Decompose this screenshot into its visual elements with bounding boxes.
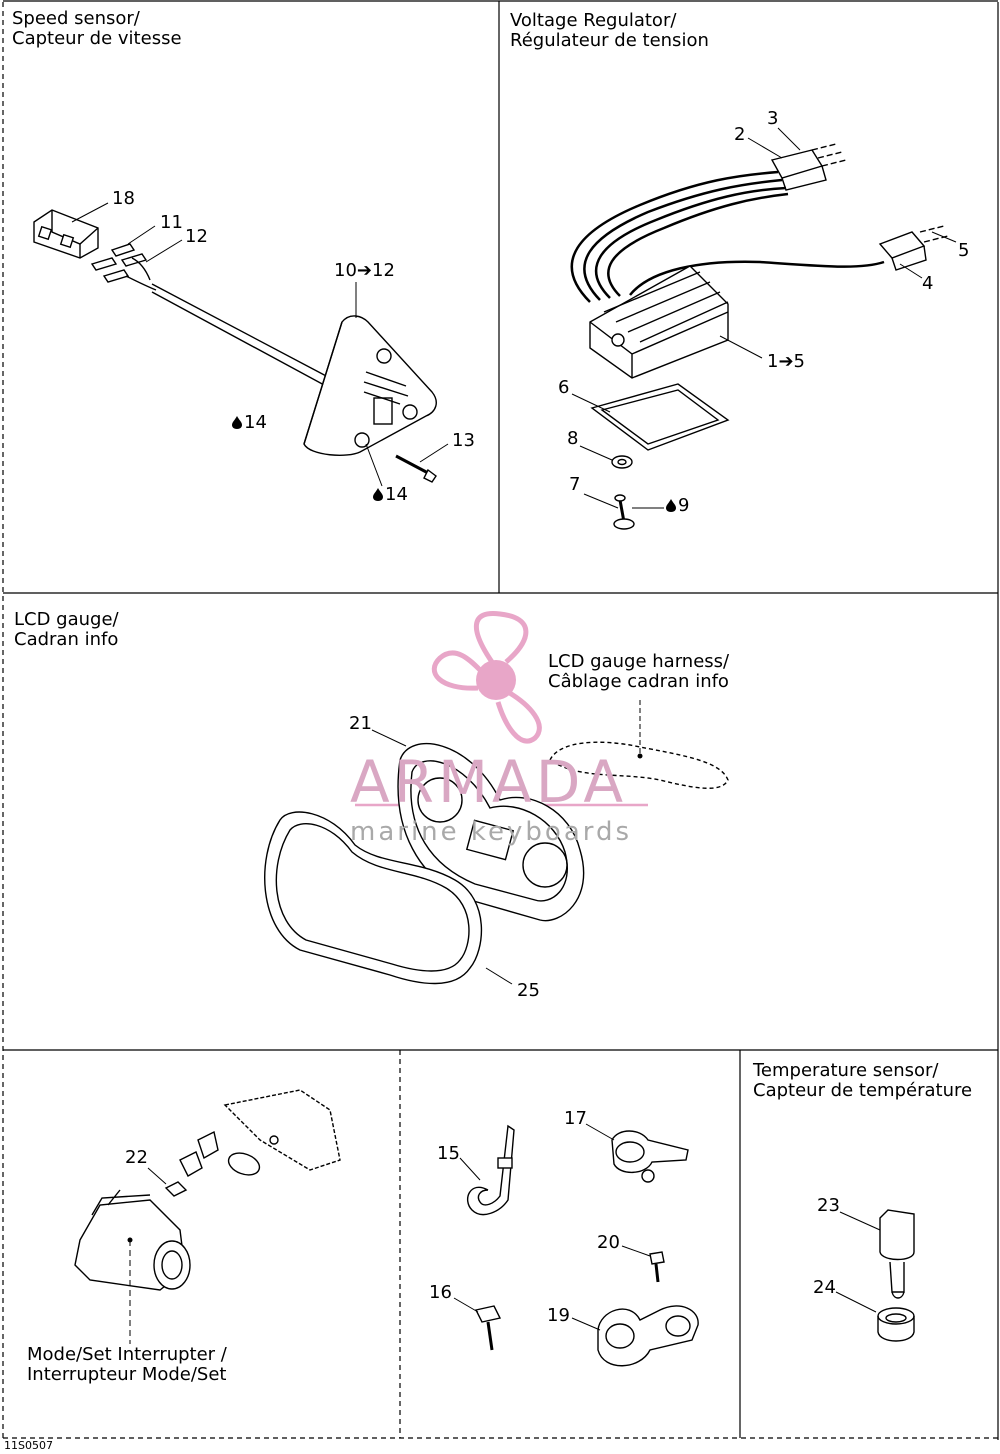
callout-17: 17: [564, 1108, 587, 1129]
temperature-sensor-title: Temperature sensor/ Capteur de températu…: [753, 1060, 973, 1101]
callout-21: 21: [349, 713, 372, 734]
mode-set-title: Mode/Set Interrupter / Interrupteur Mode…: [27, 1344, 227, 1385]
callout-2: 2: [734, 124, 746, 145]
mode-set-switch-drawing: [74, 1089, 341, 1291]
callout-15: 15: [437, 1143, 460, 1164]
callout-14-b: 14: [373, 486, 408, 504]
clamps-drawing: [467, 1124, 699, 1367]
callout-9: 9: [666, 497, 689, 515]
callout-7: 7: [569, 474, 581, 495]
lcd-gauge-drawing: [264, 741, 729, 985]
callout-25: 25: [517, 980, 540, 1001]
callout-5: 5: [958, 240, 970, 261]
figure-code: 11S0507: [4, 1439, 53, 1452]
callout-18: 18: [112, 188, 135, 209]
callout-12: 12: [185, 226, 208, 247]
harness-leader-dot: [637, 753, 643, 759]
callout-24: 24: [813, 1277, 836, 1298]
callout-20: 20: [597, 1232, 620, 1253]
watermark-brand: ARMADA: [350, 748, 628, 816]
callout-3: 3: [767, 108, 779, 129]
callout-8: 8: [567, 428, 579, 449]
drop-icon: [232, 416, 242, 429]
lcd-gauge-title: LCD gauge/ Cadran info: [14, 609, 119, 650]
callout-14-a: 14: [232, 414, 267, 432]
voltage-regulator-drawing: [570, 143, 949, 530]
callout-22: 22: [125, 1147, 148, 1168]
callout-19: 19: [547, 1305, 570, 1326]
callout-10-12: 10➔12: [334, 260, 395, 281]
callout-4: 4: [922, 273, 934, 294]
callout-23: 23: [817, 1195, 840, 1216]
drop-icon: [373, 488, 383, 501]
callout-6: 6: [558, 377, 570, 398]
watermark-tagline: marine keyboards: [350, 817, 633, 847]
callout-11: 11: [160, 212, 183, 233]
callout-16: 16: [429, 1282, 452, 1303]
leader-lines: [71, 127, 957, 1344]
speed-sensor-drawing: [33, 209, 437, 483]
temperature-sensor-drawing: [877, 1209, 915, 1342]
lcd-harness-title: LCD gauge harness/ Câblage cadran info: [548, 651, 730, 692]
callout-1-5: 1➔5: [767, 351, 805, 372]
callout-13: 13: [452, 430, 475, 451]
switch-leader-dot: [127, 1237, 133, 1243]
drop-icon: [666, 499, 676, 512]
voltage-regulator-title: Voltage Regulator/ Régulateur de tension: [510, 10, 709, 51]
speed-sensor-title: Speed sensor/ Capteur de vitesse: [12, 8, 182, 49]
